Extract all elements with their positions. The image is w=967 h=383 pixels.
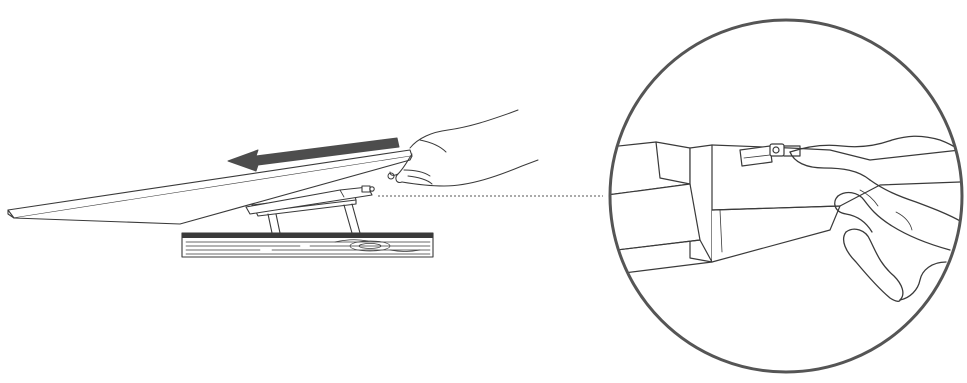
mounting-bracket [245, 185, 375, 215]
detail-hand [789, 135, 962, 302]
magnifier-circle-icon [608, 18, 964, 374]
release-latch [739, 143, 801, 167]
table-top [181, 232, 434, 258]
hand-illustration [387, 109, 539, 187]
magnified-detail [608, 18, 964, 374]
arrow-left-icon [227, 137, 400, 172]
display-panel [7, 149, 413, 225]
detail-housing [610, 141, 961, 277]
overview-group [7, 109, 539, 258]
